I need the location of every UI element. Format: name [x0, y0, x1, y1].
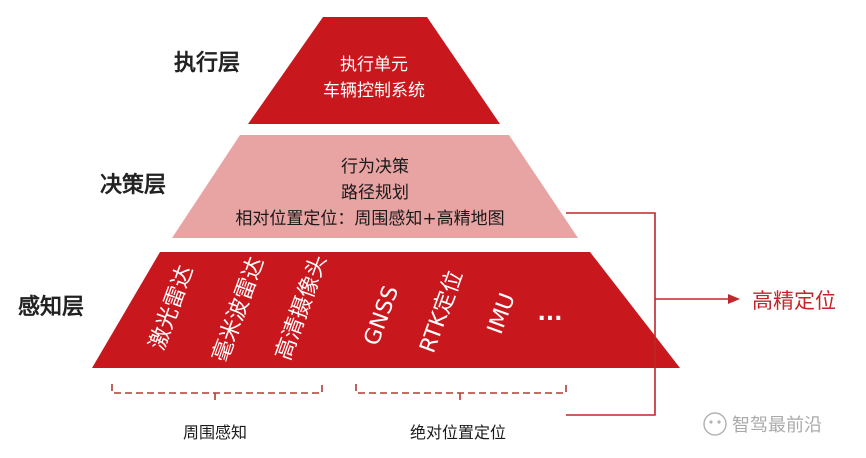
surrounding-bracket [111, 384, 323, 403]
watermark: 智驾最前沿 [703, 412, 822, 436]
perception-item-more: ... [537, 301, 562, 326]
absolute-group-label: 绝对位置定位 [410, 423, 506, 442]
perception-layer-label: 感知层 [18, 294, 84, 320]
connector-lines [566, 212, 728, 416]
decision-line-3: 相对位置定位：周围感知+高精地图 [235, 209, 504, 229]
decision-tier [172, 135, 578, 238]
perception-tier [92, 252, 680, 368]
execution-layer-label: 执行层 [174, 50, 240, 76]
output-label: 高精定位 [752, 289, 836, 313]
execution-tier [248, 17, 500, 124]
absolute-bracket [355, 384, 567, 403]
arrow-head-icon [728, 294, 740, 304]
decision-layer-label: 决策层 [100, 172, 166, 198]
execution-line-2: 车辆控制系统 [323, 81, 425, 101]
wechat-icon [703, 412, 727, 436]
surrounding-group-label: 周围感知 [183, 423, 247, 442]
watermark-text: 智驾最前沿 [732, 415, 822, 436]
decision-line-2: 路径规划 [341, 183, 409, 203]
decision-line-1: 行为决策 [341, 157, 409, 177]
execution-line-1: 执行单元 [340, 55, 408, 75]
